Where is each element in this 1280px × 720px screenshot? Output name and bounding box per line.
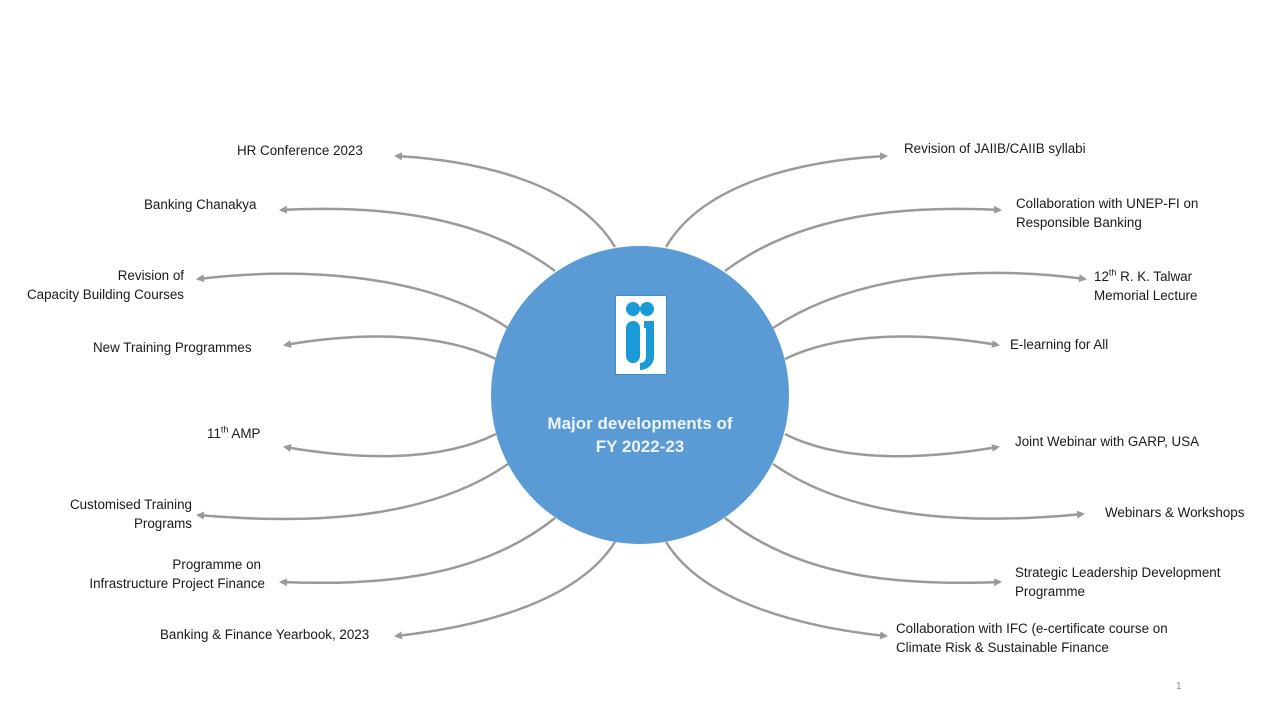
label-text: Joint Webinar with GARP, USA [1015, 434, 1200, 449]
label-text: Programme on [172, 557, 261, 572]
arrow-customised [196, 462, 509, 521]
label-text: Memorial Lecture [1094, 288, 1198, 303]
label-text: Collaboration with UNEP-FI on [1016, 196, 1199, 211]
arrow-unep [724, 205, 1002, 273]
label-hr-conference: HR Conference 2023 [237, 141, 363, 160]
label-text: Revision of JAIIB/CAIIB syllabi [904, 141, 1086, 156]
arrow-hr-conference [394, 152, 617, 248]
label-text: 11 [207, 426, 221, 441]
label-sup: th [220, 424, 229, 435]
arrow-amp [283, 432, 497, 458]
hub-title-line2: FY 2022-23 [595, 437, 685, 456]
arrow-webinars [772, 462, 1085, 520]
arrow-garp [784, 432, 1000, 458]
hub-title-line1: Major developments of [547, 414, 733, 433]
label-ifc: Collaboration with IFC (e-certificate co… [896, 619, 1168, 657]
label-sup: th [1108, 267, 1117, 278]
hub-title: Major developments of FY 2022-23 [511, 412, 769, 458]
central-hub-circle: Major developments of FY 2022-23 [491, 246, 789, 544]
label-new-training: New Training Programmes [93, 338, 252, 357]
arrow-strategic [724, 517, 1002, 587]
label-text: R. K. Talwar [1116, 269, 1193, 284]
label-webinars: Webinars & Workshops [1105, 503, 1244, 522]
label-customised: Customised Training Programs [70, 495, 192, 533]
label-text: Customised Training [69, 497, 192, 512]
label-text: Climate Risk & Sustainable Finance [896, 640, 1109, 655]
iib-logo-icon [615, 295, 667, 375]
label-unep: Collaboration with UNEP-FI on Responsibl… [1016, 194, 1198, 232]
label-garp: Joint Webinar with GARP, USA [1015, 432, 1199, 451]
label-text: Capacity Building Courses [26, 287, 184, 302]
label-banking-chanakya: Banking Chanakya [144, 195, 256, 214]
label-infrastructure: Programme on Infrastructure Project Fina… [89, 555, 265, 593]
label-jaiib: Revision of JAIIB/CAIIB syllabi [904, 139, 1086, 158]
arrow-banking-chanakya [279, 205, 556, 273]
arrow-capacity-courses [196, 272, 509, 330]
label-yearbook: Banking & Finance Yearbook, 2023 [160, 625, 369, 644]
arrow-yearbook [394, 541, 617, 640]
label-elearning: E-learning for All [1010, 335, 1108, 354]
label-text: Collaboration with IFC (e-certificate co… [896, 621, 1168, 636]
label-amp: 11th AMP [207, 424, 260, 443]
label-text: Responsible Banking [1016, 215, 1142, 230]
label-text: Programs [133, 516, 192, 531]
arrow-ifc [664, 541, 888, 640]
arrow-infrastructure [279, 517, 556, 587]
label-text: 12 [1094, 269, 1109, 284]
label-text: Banking Chanakya [144, 197, 257, 212]
arrow-jaiib [664, 152, 888, 248]
label-text: HR Conference 2023 [237, 143, 363, 158]
label-text: AMP [228, 426, 261, 441]
label-text: Programme [1015, 584, 1085, 599]
label-text: E-learning for All [1010, 337, 1109, 352]
label-text: Banking & Finance Yearbook, 2023 [160, 627, 370, 642]
label-text: Strategic Leadership Development [1015, 565, 1221, 580]
label-text: New Training Programmes [93, 340, 252, 355]
label-text: Revision of [117, 268, 184, 283]
arrow-elearning [784, 335, 1000, 361]
label-text: Infrastructure Project Finance [89, 576, 265, 591]
arrow-talwar [772, 271, 1087, 330]
label-talwar: 12th R. K. Talwar Memorial Lecture [1094, 267, 1197, 305]
label-strategic: Strategic Leadership Development Program… [1015, 563, 1220, 601]
label-capacity-courses: Revision of Capacity Building Courses [27, 266, 184, 304]
page-number: 1 [1176, 681, 1182, 692]
label-text: Webinars & Workshops [1105, 505, 1245, 520]
arrow-new-training [283, 335, 497, 361]
